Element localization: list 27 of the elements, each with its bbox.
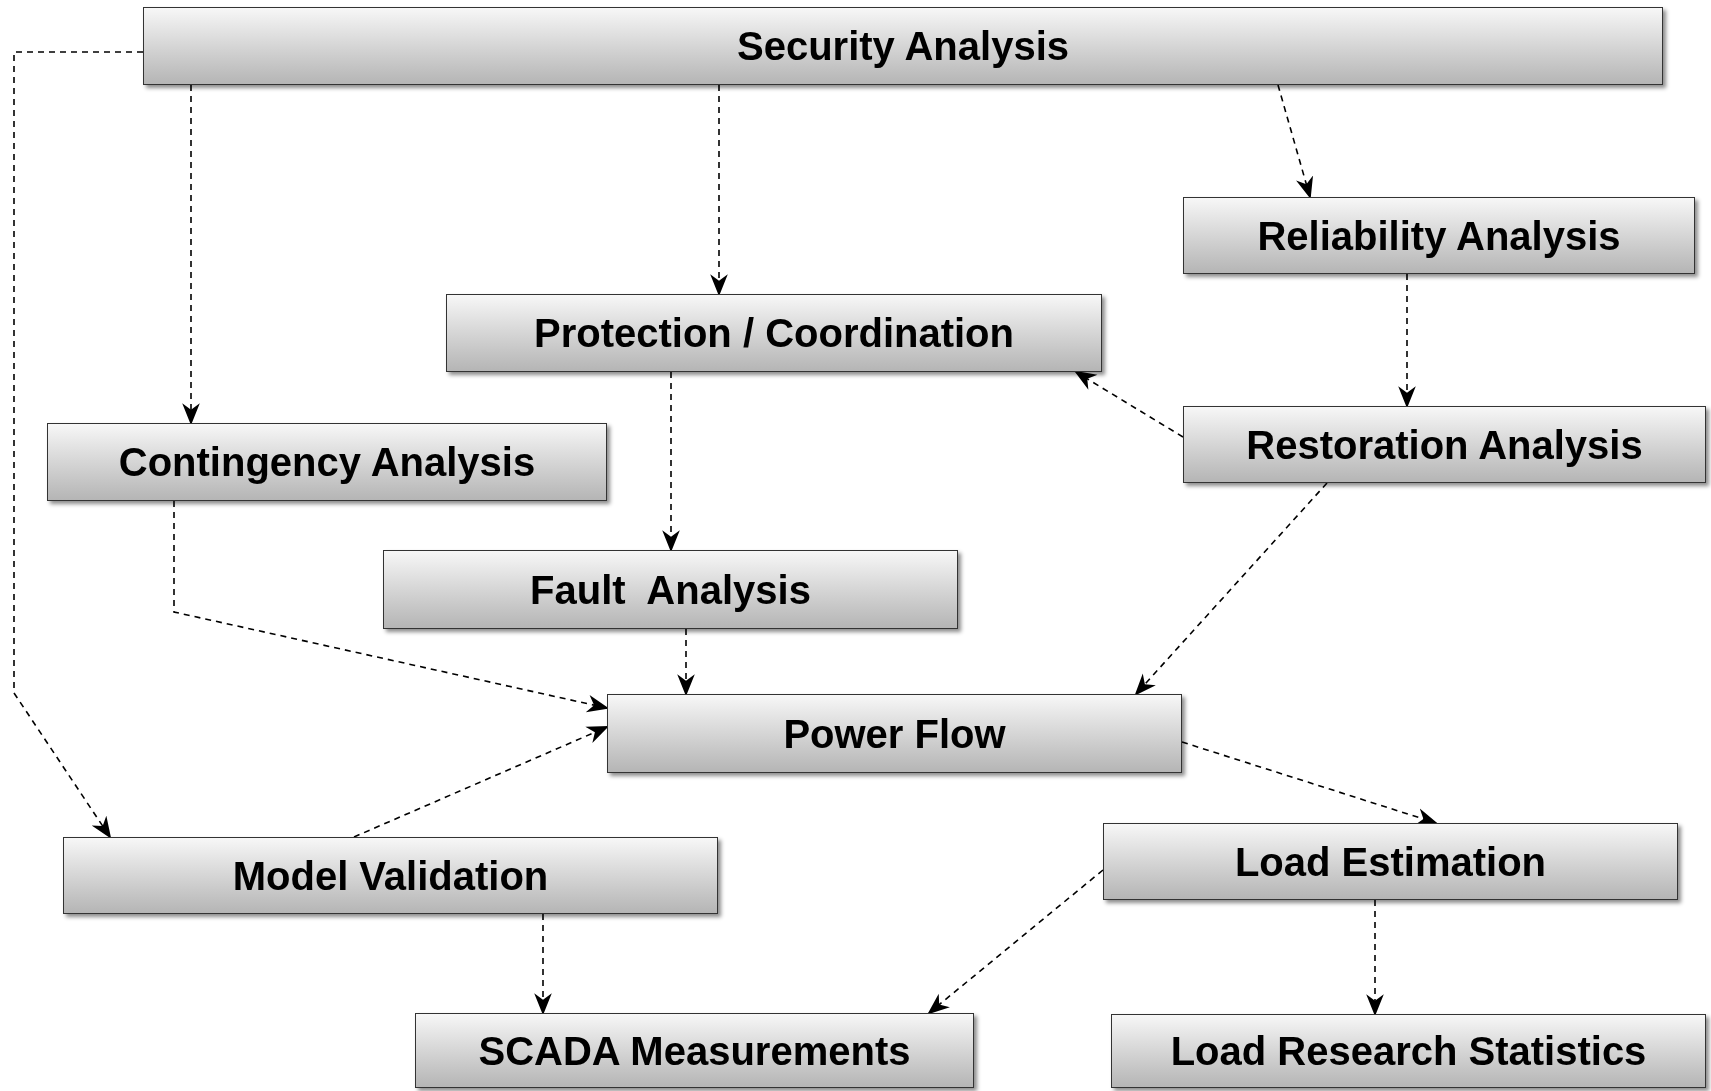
process-box: [143, 7, 1663, 85]
process-box: [1183, 406, 1706, 483]
process-box: [1103, 823, 1678, 900]
process-box: [63, 837, 718, 914]
box-label: Contingency Analysis: [118, 442, 536, 482]
process-box: [607, 694, 1182, 773]
box-label: Load Estimation: [1234, 841, 1547, 882]
dashed-arrow: [1074, 370, 1184, 438]
box-label: Fault Analysis: [530, 569, 811, 610]
process-box: [415, 1013, 974, 1088]
box-label: Security Analysis: [737, 26, 1069, 66]
process-box: [383, 550, 958, 629]
dashed-arrow: [353, 726, 609, 838]
box-label: Model Validation: [232, 855, 549, 896]
process-box: [446, 294, 1102, 372]
dashed-arrow: [1134, 482, 1328, 696]
box-label: Power Flow: [783, 713, 1006, 754]
box-label: Load Research Statistics: [1170, 1031, 1647, 1071]
process-box: [47, 423, 607, 501]
box-label: Restoration Analysis: [1246, 424, 1643, 465]
process-box: [1183, 197, 1695, 274]
process-box: [1111, 1014, 1706, 1088]
dashed-arrow: [927, 869, 1104, 1015]
box-label: Reliability Analysis: [1257, 215, 1621, 256]
box-label: Protection / Coordination: [534, 313, 1014, 353]
dashed-arrow: [13, 51, 144, 839]
box-label: SCADA Measurements: [478, 1030, 911, 1071]
